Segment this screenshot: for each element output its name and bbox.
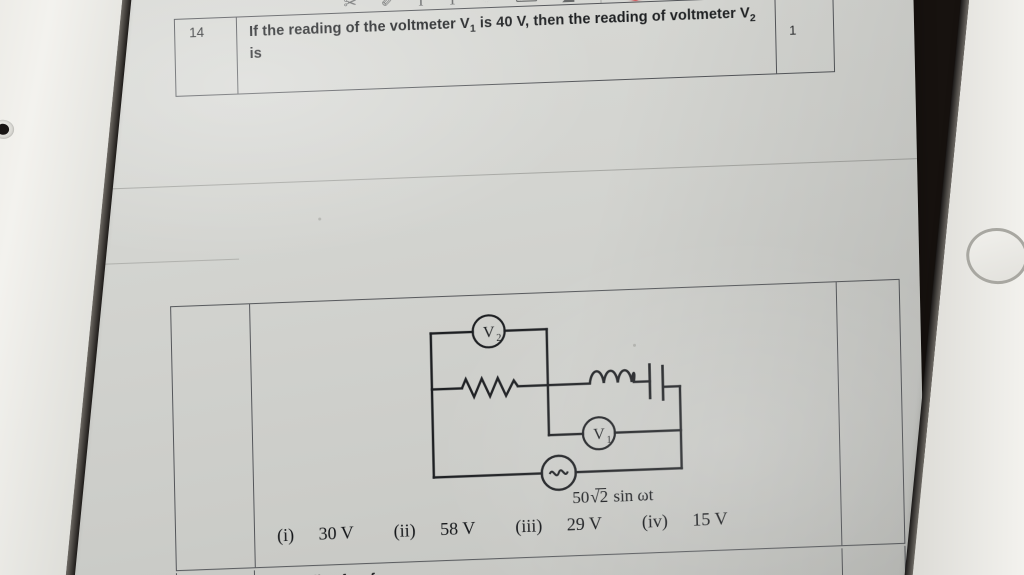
option-i[interactable]: (i) 30 V	[277, 522, 374, 546]
question-text-part-1: If the reading of the voltmeter V	[248, 15, 470, 41]
diagram-cell: V 2 V 1	[250, 282, 841, 567]
question-number: 14	[174, 17, 239, 96]
next-question-number: 15	[176, 570, 257, 575]
diagram-table-row: V 2 V 1	[170, 278, 906, 572]
option-ii-marker: (ii)	[393, 520, 416, 542]
voltmeter-v1-symbol: V 1	[581, 416, 617, 451]
question-table-row: 14 If the reading of the voltmeter V1 is…	[173, 0, 836, 97]
question-marks: 1	[774, 0, 835, 74]
question-text: If the reading of the voltmeter V1 is 40…	[237, 0, 776, 94]
page-fold-line	[77, 157, 928, 191]
option-i-value: 30 V	[318, 522, 354, 544]
comment-bubble-icon[interactable]: ◔	[481, 0, 491, 7]
svg-text:V: V	[483, 324, 495, 341]
answer-options: (i) 30 V (ii) 58 V (iii) 29 V (iv) 15 V	[277, 507, 768, 546]
ac-source-symbol	[540, 454, 577, 492]
next-question-marks	[841, 545, 906, 575]
option-iv-value: 15 V	[692, 508, 728, 530]
ac-expression: sin ωt	[608, 485, 654, 506]
svg-text:2: 2	[496, 333, 501, 344]
option-iv-marker: (iv)	[641, 510, 669, 532]
square-root-radical: √2	[590, 486, 609, 507]
voltmeter-v2-symbol: V 2	[471, 314, 506, 349]
dust-speck	[318, 217, 322, 221]
inductor-symbol	[588, 369, 636, 384]
document-page: ✂ ✐ I T ◔ ⌨ ◢ 14 If the reading of the v…	[13, 0, 928, 575]
v2-subscript: 2	[749, 12, 756, 25]
ac-source-label: 50√2 sin ωt	[572, 485, 653, 508]
radicand: 2	[599, 486, 609, 507]
device-bezel-right	[898, 0, 1024, 575]
option-iii-marker: (iii)	[515, 515, 543, 537]
svg-text:1: 1	[606, 435, 611, 446]
text-tool-icon[interactable]: T	[447, 0, 457, 8]
resistor-symbol	[460, 375, 519, 400]
question-text-part-3: is	[249, 45, 263, 62]
text-cursor-icon[interactable]: I	[418, 0, 424, 10]
highlight-pen-icon[interactable]: ✐	[380, 0, 395, 11]
option-iii-value: 29 V	[566, 513, 603, 535]
option-iv[interactable]: (iv) 15 V	[641, 508, 748, 532]
diagram-left-gutter	[171, 304, 256, 571]
svg-text:V: V	[593, 426, 605, 443]
option-i-marker: (i)	[276, 524, 295, 546]
circuit-diagram: V 2 V 1	[429, 314, 683, 492]
device-screen: ✂ ✐ I T ◔ ⌨ ◢ 14 If the reading of the v…	[12, 0, 928, 575]
front-camera-icon	[0, 118, 15, 140]
ac-amplitude: 50	[572, 487, 590, 508]
option-ii[interactable]: (ii) 58 V	[394, 517, 496, 541]
home-button-icon[interactable]	[963, 225, 1024, 287]
option-iii[interactable]: (iii) 29 V	[515, 512, 622, 536]
question-text-part-2: is 40 V, then the reading of voltmeter V	[475, 5, 750, 32]
capacitor-symbol	[648, 363, 665, 401]
cut-scissors-icon[interactable]: ✂	[343, 0, 358, 13]
option-ii-value: 58 V	[439, 517, 476, 540]
diagram-marks-gutter	[835, 279, 905, 546]
